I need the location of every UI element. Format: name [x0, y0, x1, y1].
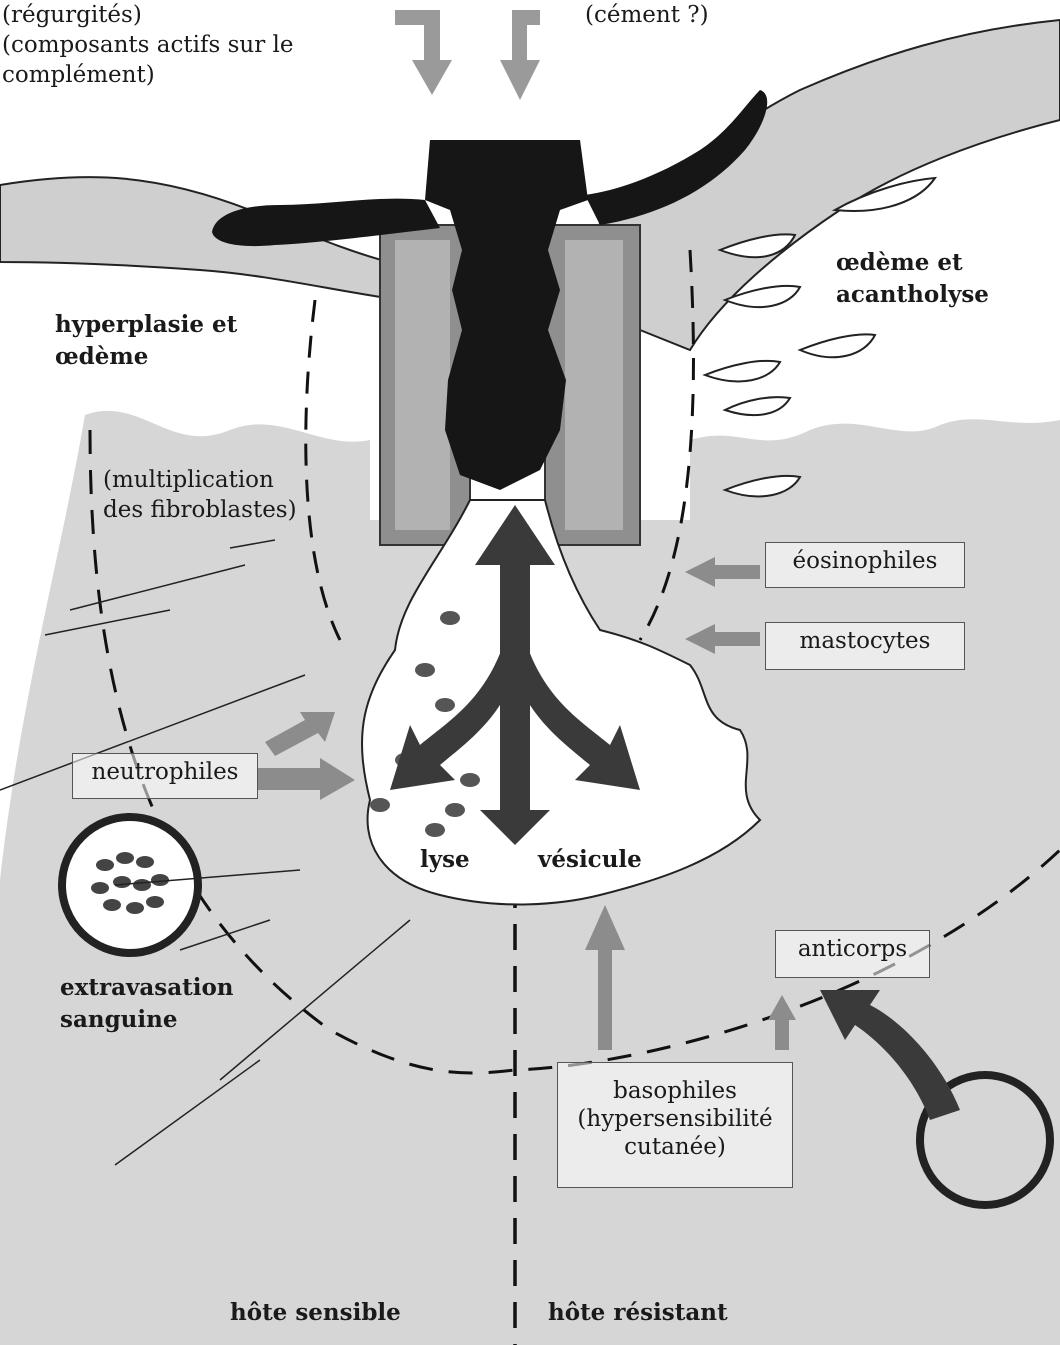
basophiles-line-3: cutanée): [566, 1133, 784, 1161]
label-extravasation-1: extravasation: [60, 973, 234, 1003]
label-complement: complément): [2, 60, 155, 90]
label-oedeme-2: acantholyse: [836, 280, 989, 310]
label-multiplication-2: des fibroblastes): [103, 495, 297, 525]
label-hote-resistant: hôte résistant: [548, 1298, 728, 1328]
label-oedeme-1: œdème et: [836, 248, 963, 278]
label-hyperplasie-1: hyperplasie et: [55, 310, 237, 340]
basophiles-line-1: basophiles: [566, 1077, 784, 1105]
box-basophiles: basophiles (hypersensibilité cutanée): [557, 1062, 793, 1188]
label-cement: (cément ?): [585, 0, 709, 30]
label-vesicule: vésicule: [538, 845, 642, 875]
box-anticorps: anticorps: [775, 930, 930, 978]
blood-vessel-icon: [62, 817, 198, 953]
box-neutrophiles: neutrophiles: [72, 753, 258, 799]
box-eosinophiles: éosinophiles: [765, 542, 965, 588]
label-extravasation-2: sanguine: [60, 1005, 177, 1035]
label-multiplication-1: (multiplication: [103, 465, 274, 495]
label-composants: (composants actifs sur le: [2, 30, 293, 60]
label-lyse: lyse: [420, 845, 470, 875]
basophiles-line-2: (hypersensibilité: [566, 1105, 784, 1133]
cement-sheath-light-l: [395, 240, 450, 530]
input-arrows-top: [395, 10, 540, 100]
label-hyperplasie-2: œdème: [55, 342, 148, 372]
box-mastocytes: mastocytes: [765, 622, 965, 670]
label-hote-sensible: hôte sensible: [230, 1298, 401, 1328]
cement-sheath-light-r: [565, 240, 623, 530]
label-regurgites: (régurgités): [2, 0, 142, 30]
